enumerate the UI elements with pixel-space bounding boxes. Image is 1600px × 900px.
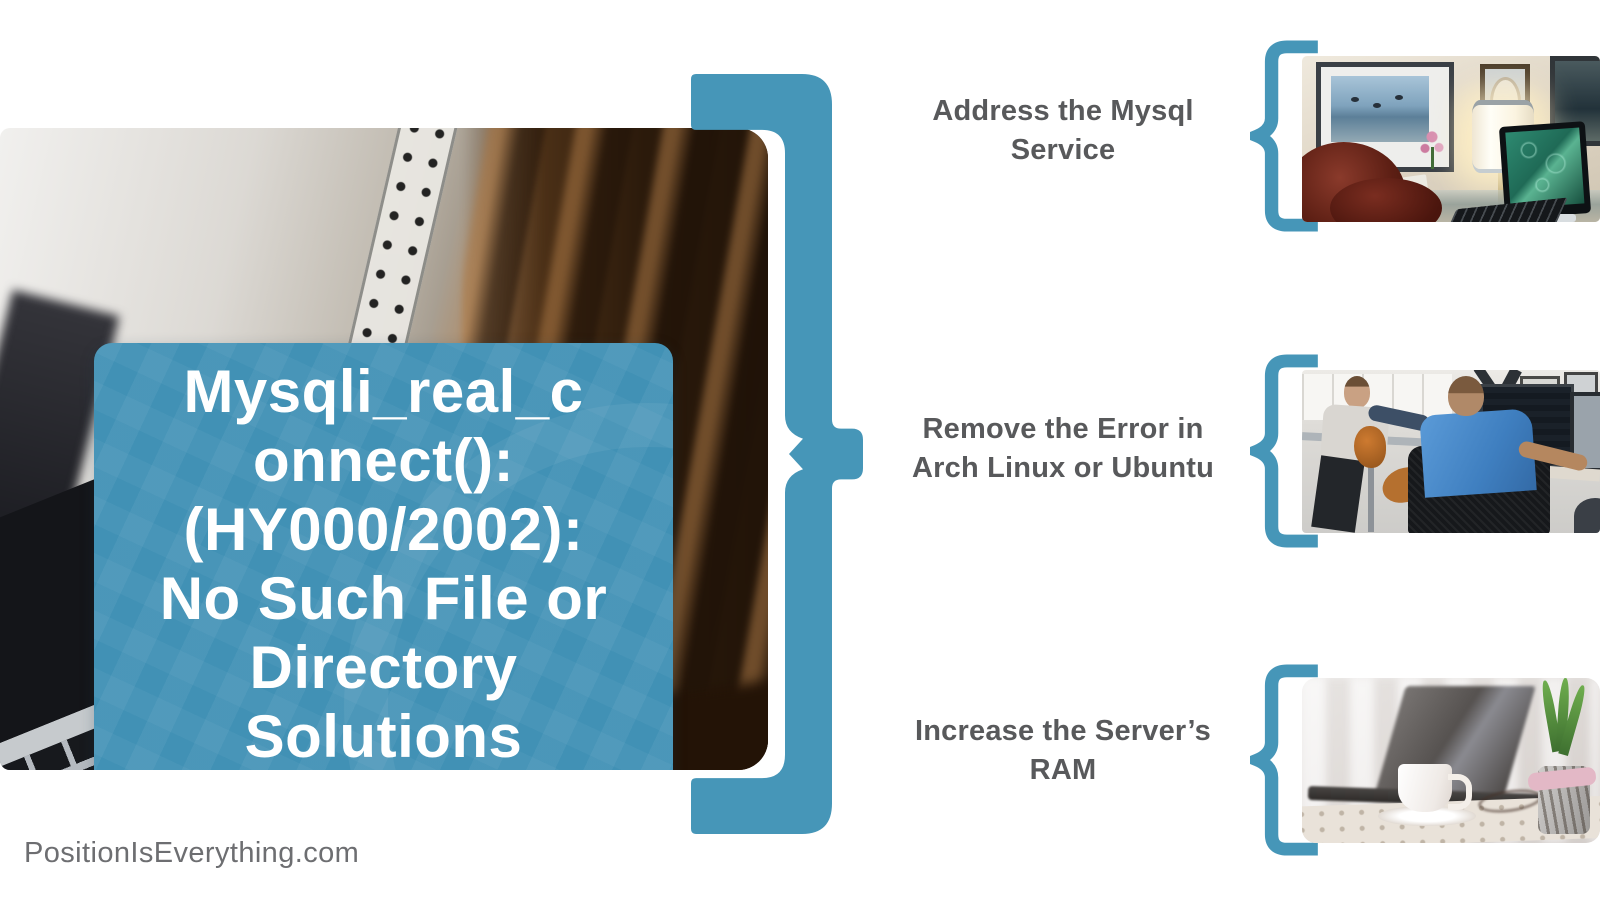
coffee-cup-shape bbox=[1398, 764, 1452, 812]
solution-2-line-1: Remove the Error in bbox=[922, 413, 1204, 445]
title-line-5: Directory bbox=[249, 634, 518, 701]
hero-photo-person-laptop: Mysqli_real_c onnect(): (HY000/2002): No… bbox=[0, 128, 768, 770]
glove-pole-shape bbox=[1368, 462, 1374, 532]
solution-3-line-1: Increase the Server’s bbox=[915, 715, 1211, 747]
sitting-man-head-shape bbox=[1448, 376, 1484, 416]
title-line-4: No Such File or bbox=[159, 565, 608, 632]
solution-2-label: Remove the Error in Arch Linux or Ubuntu bbox=[878, 410, 1248, 488]
title-line-3: (HY000/2002): bbox=[183, 496, 584, 563]
solution-1-photo-office-desk bbox=[1302, 56, 1600, 222]
baseball-glove-shape bbox=[1354, 426, 1386, 468]
big-curly-brace-icon bbox=[691, 74, 863, 834]
saucer-shape bbox=[1378, 806, 1476, 826]
cup-handle-shape bbox=[1448, 774, 1472, 810]
foreground-head-shape bbox=[1574, 498, 1600, 533]
solution-2-line-2: Arch Linux or Ubuntu bbox=[911, 452, 1215, 484]
solution-3-label: Increase the Server’s RAM bbox=[878, 712, 1248, 790]
geese-picture-scene bbox=[1331, 76, 1429, 142]
solution-3-photo-laptop-coffee bbox=[1302, 678, 1600, 843]
solution-2-photo-developers bbox=[1302, 370, 1600, 533]
page-title: Mysqli_real_c onnect(): (HY000/2002): No… bbox=[94, 357, 673, 770]
title-line-6: Solutions bbox=[244, 703, 523, 770]
monitor-screen-shape bbox=[1505, 127, 1585, 209]
title-line-1: Mysqli_real_c bbox=[183, 358, 584, 425]
solution-2-brace-icon bbox=[1250, 354, 1318, 548]
solution-1-line-1: Address the Mysql bbox=[932, 95, 1194, 127]
standing-man-head-shape bbox=[1344, 376, 1370, 408]
solution-3-brace-icon bbox=[1250, 664, 1318, 856]
flowers-shape bbox=[1418, 130, 1446, 176]
leather-chair-arm-shape bbox=[1330, 178, 1442, 222]
solution-1-line-2: Service bbox=[1010, 134, 1116, 166]
solution-1-label: Address the Mysql Service bbox=[878, 92, 1248, 170]
geese-shape bbox=[1351, 97, 1359, 102]
solution-3-line-2: RAM bbox=[1029, 754, 1097, 786]
title-line-2: onnect(): bbox=[252, 427, 515, 494]
title-box: Mysqli_real_c onnect(): (HY000/2002): No… bbox=[94, 343, 673, 770]
watermark-site-url: PositionIsEverything.com bbox=[24, 837, 360, 869]
solution-1-brace-icon bbox=[1250, 40, 1318, 232]
